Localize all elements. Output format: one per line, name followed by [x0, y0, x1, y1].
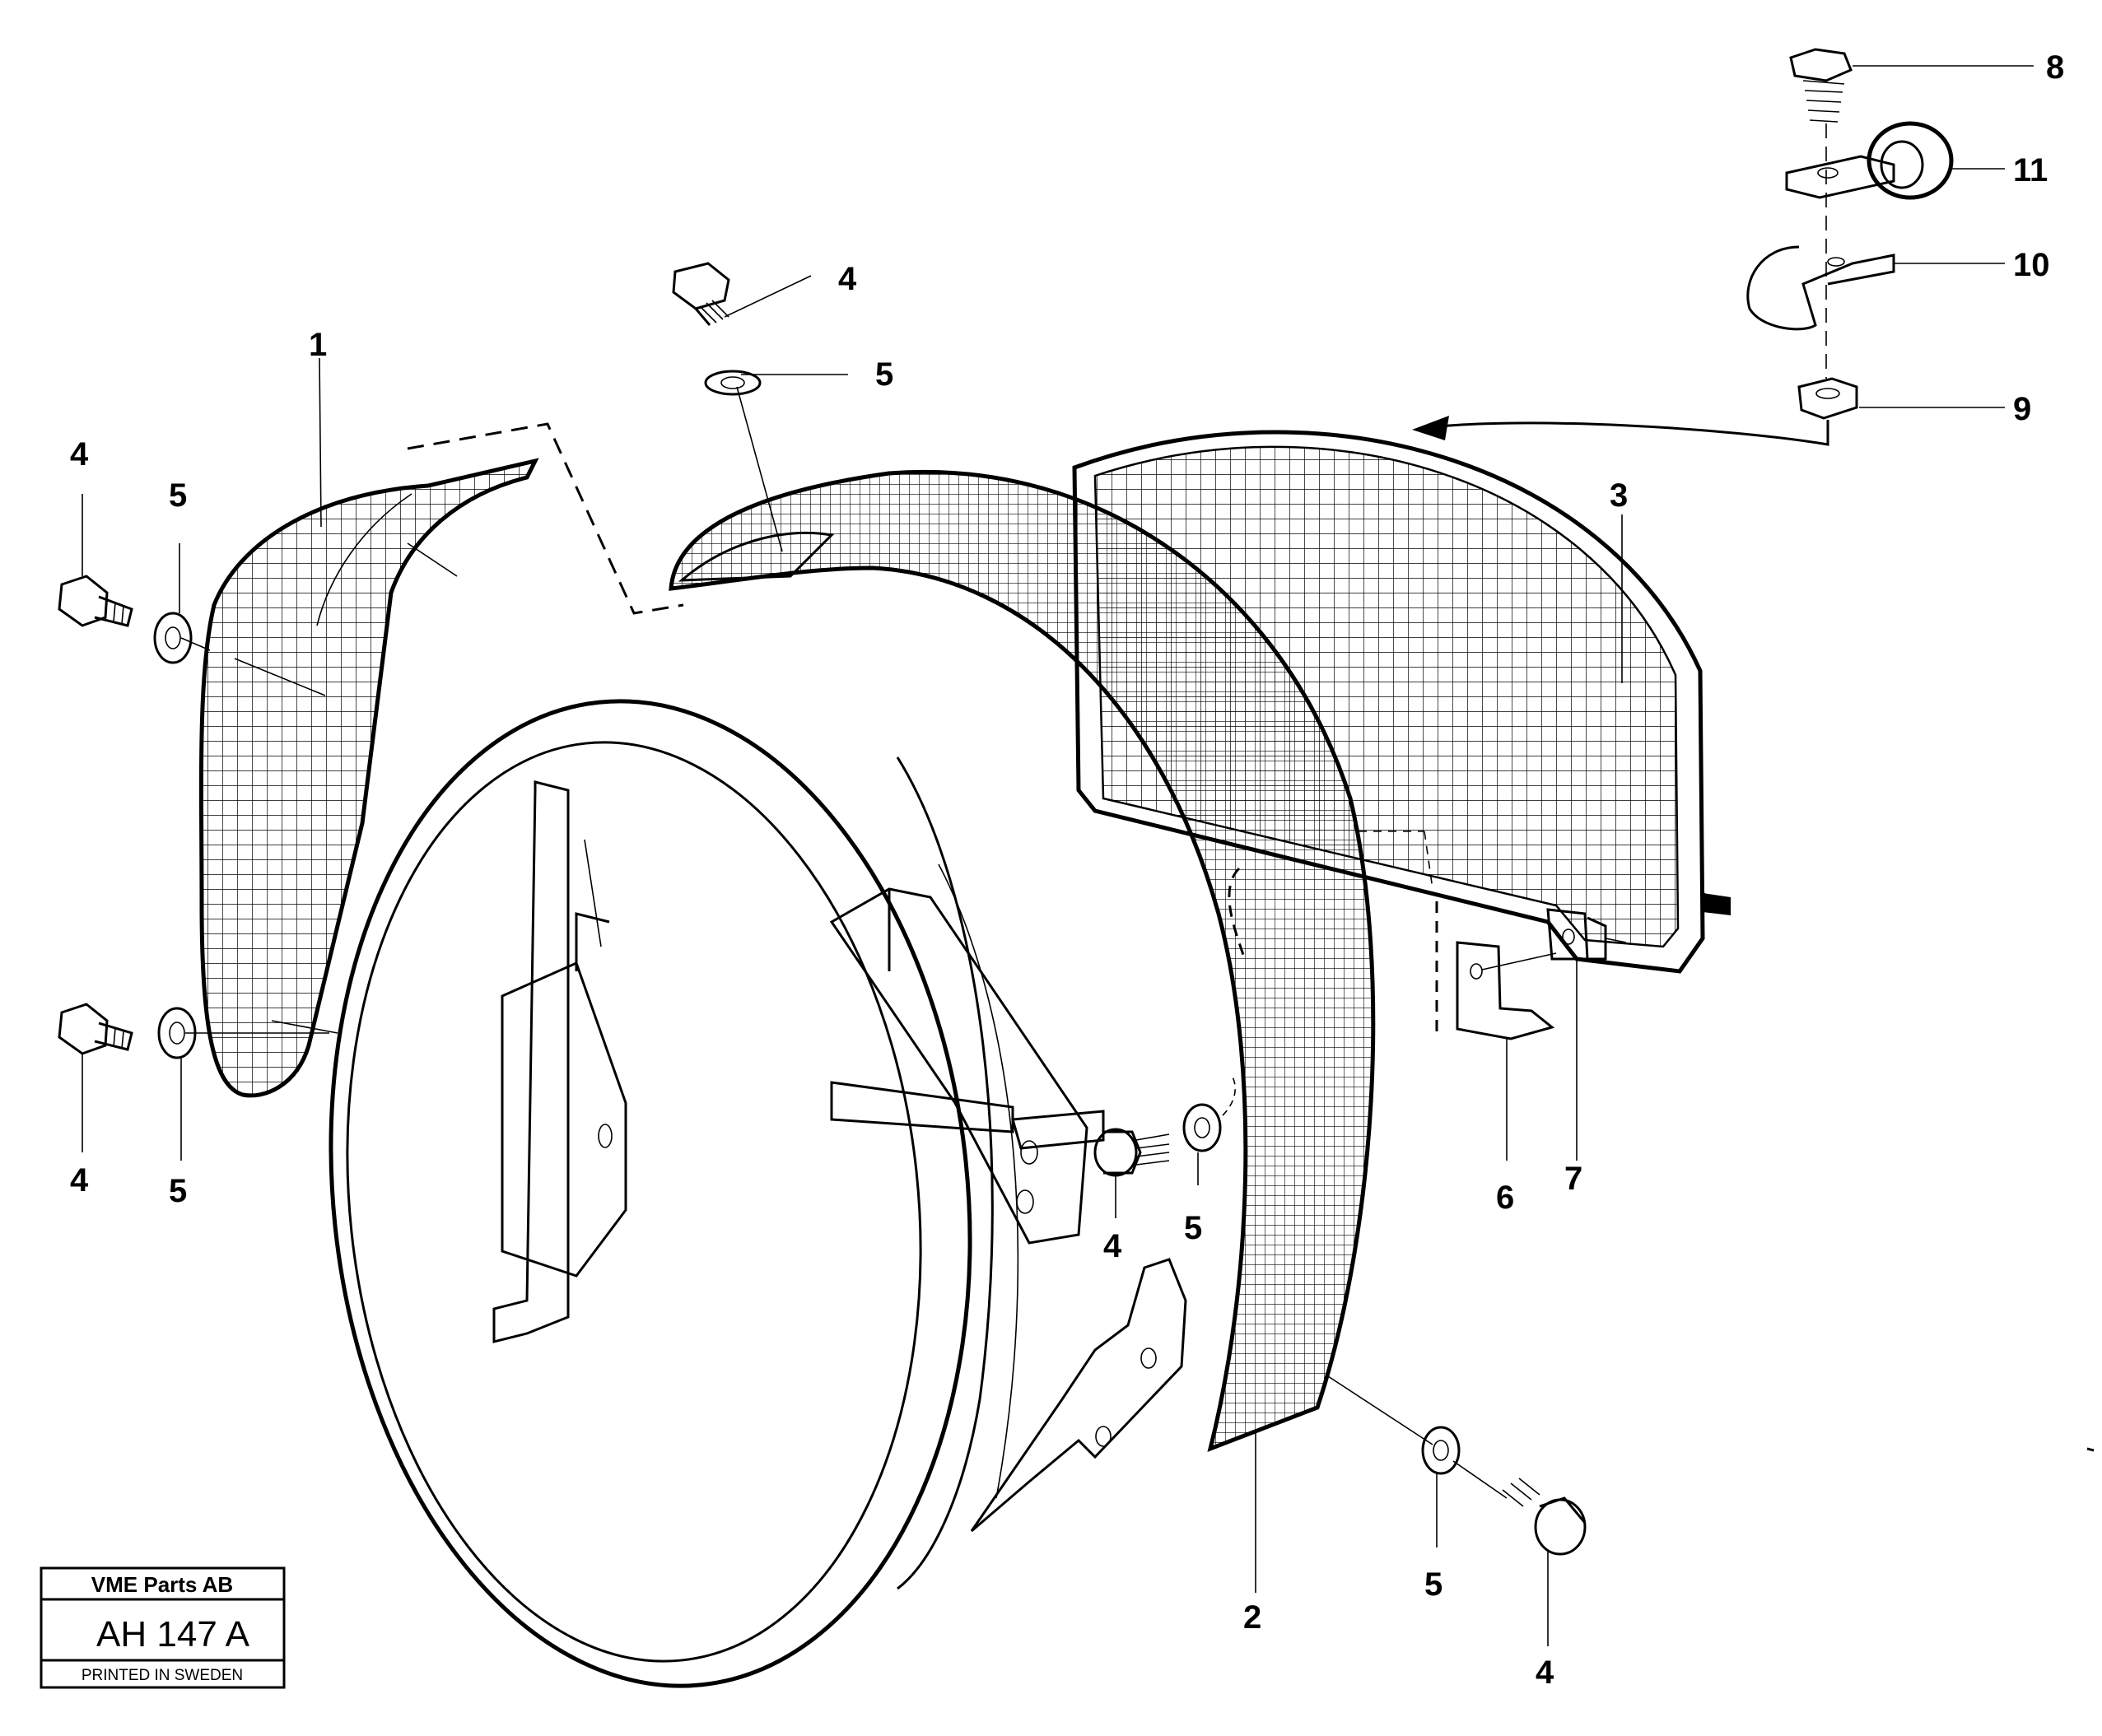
washer-left-lower: [157, 1007, 329, 1161]
assembly-arrowhead: [1412, 416, 1449, 440]
bolt-top-center: [672, 262, 812, 326]
fan-shroud-ring: [329, 699, 1187, 1688]
dashed-connector: [407, 422, 684, 615]
callout-5-left-lower: 5: [169, 1173, 187, 1209]
clamp-cushion-11: [1785, 121, 2005, 200]
callout-4-left-lower: 4: [70, 1162, 89, 1198]
callout-6: 6: [1496, 1180, 1514, 1216]
callout-10: 10: [2013, 247, 2050, 283]
callout-4-bottom: 4: [1536, 1655, 1554, 1691]
callout-1: 1: [309, 327, 327, 363]
washer-top-center: [704, 370, 848, 552]
p-clamp-10: [1746, 245, 2005, 331]
clip-nut-7: [1546, 908, 1627, 1161]
curved-mesh-band: [669, 469, 1376, 1453]
stamp-printed: PRINTED IN SWEDEN: [82, 1667, 243, 1684]
clip-bracket-6: [1456, 941, 1557, 1161]
callout-9: 9: [2013, 391, 2031, 427]
washer-left-upper: [153, 543, 211, 664]
washer-bottom-right: [1325, 1374, 1461, 1548]
assembly-arrow: [1424, 420, 1829, 446]
speck: [2086, 1447, 2095, 1452]
callout-3: 3: [1610, 477, 1628, 514]
bolt-left-upper: [58, 494, 133, 627]
callout-4-top: 4: [838, 261, 857, 297]
callout-7: 7: [1564, 1161, 1582, 1197]
nut-9: [1797, 377, 2005, 420]
parts-stamp: VME Parts AB AH 147 A PRINTED IN SWEDEN: [40, 1566, 286, 1689]
callout-4-left-upper: 4: [70, 436, 89, 472]
callout-5-left-upper: 5: [169, 477, 187, 514]
dashed-connector-right: [1228, 867, 1438, 1037]
callout-5-center: 5: [1184, 1210, 1202, 1246]
bolt-left-lower: [58, 1003, 133, 1152]
stamp-company: VME Parts AB: [91, 1572, 233, 1597]
callout-8: 8: [2046, 49, 2064, 86]
callout-5-bottom: 5: [1424, 1566, 1443, 1603]
callout-4-center: 4: [1103, 1228, 1122, 1264]
washer-center-right: [1182, 1073, 1236, 1185]
leader-1: [319, 357, 322, 528]
stamp-code: AH 147 A: [96, 1614, 250, 1655]
left-mesh-guard: [198, 458, 539, 1098]
bolt-8: [1789, 48, 2034, 123]
callout-5-top: 5: [875, 356, 893, 393]
callout-2: 2: [1243, 1599, 1261, 1636]
bolt-center-right: [1093, 1128, 1170, 1218]
bolt-bottom-right: [1452, 1460, 1587, 1646]
callout-11: 11: [2013, 152, 2048, 188]
